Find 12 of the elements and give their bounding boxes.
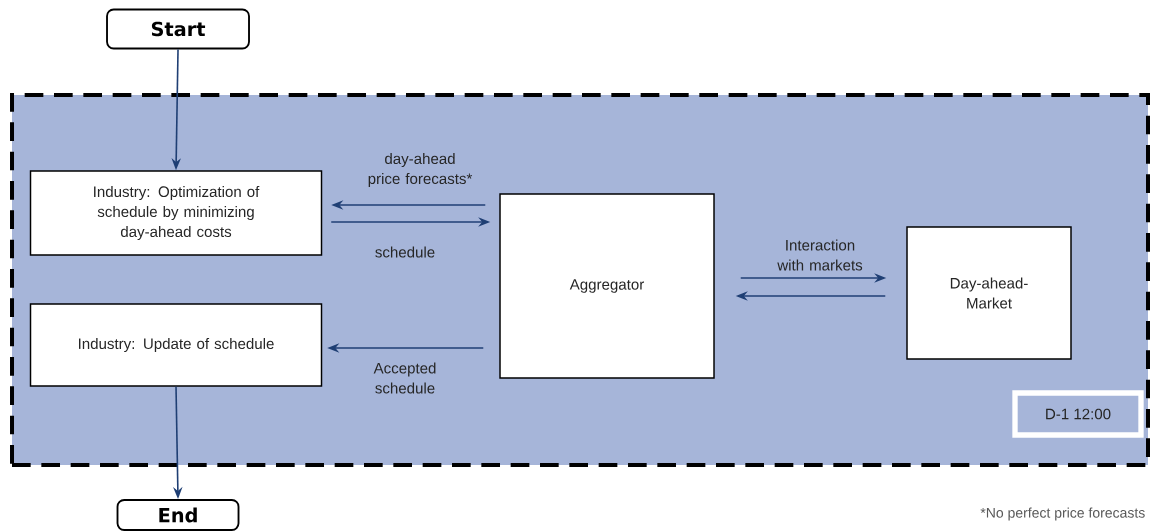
start-terminal: Start: [106, 8, 250, 50]
edge-label: day-ahead price forecasts*: [368, 153, 473, 187]
process-box: Day-ahead-Market: [906, 226, 1072, 360]
edge-label: Accepted schedule: [373, 362, 436, 394]
edge-label: schedule: [375, 246, 435, 258]
end-terminal: End: [116, 499, 240, 531]
process-box: Aggregator: [499, 193, 715, 379]
footnote: *No perfect price forecasts: [980, 507, 1145, 521]
process-box: Industry: Optimization of schedule by minimizing day-ahead costs: [29, 170, 323, 256]
time-tag: D-1 12:00: [1012, 390, 1144, 438]
edge-label: Interaction with markets: [777, 239, 863, 271]
process-box: Industry: Update of schedule: [29, 303, 323, 387]
